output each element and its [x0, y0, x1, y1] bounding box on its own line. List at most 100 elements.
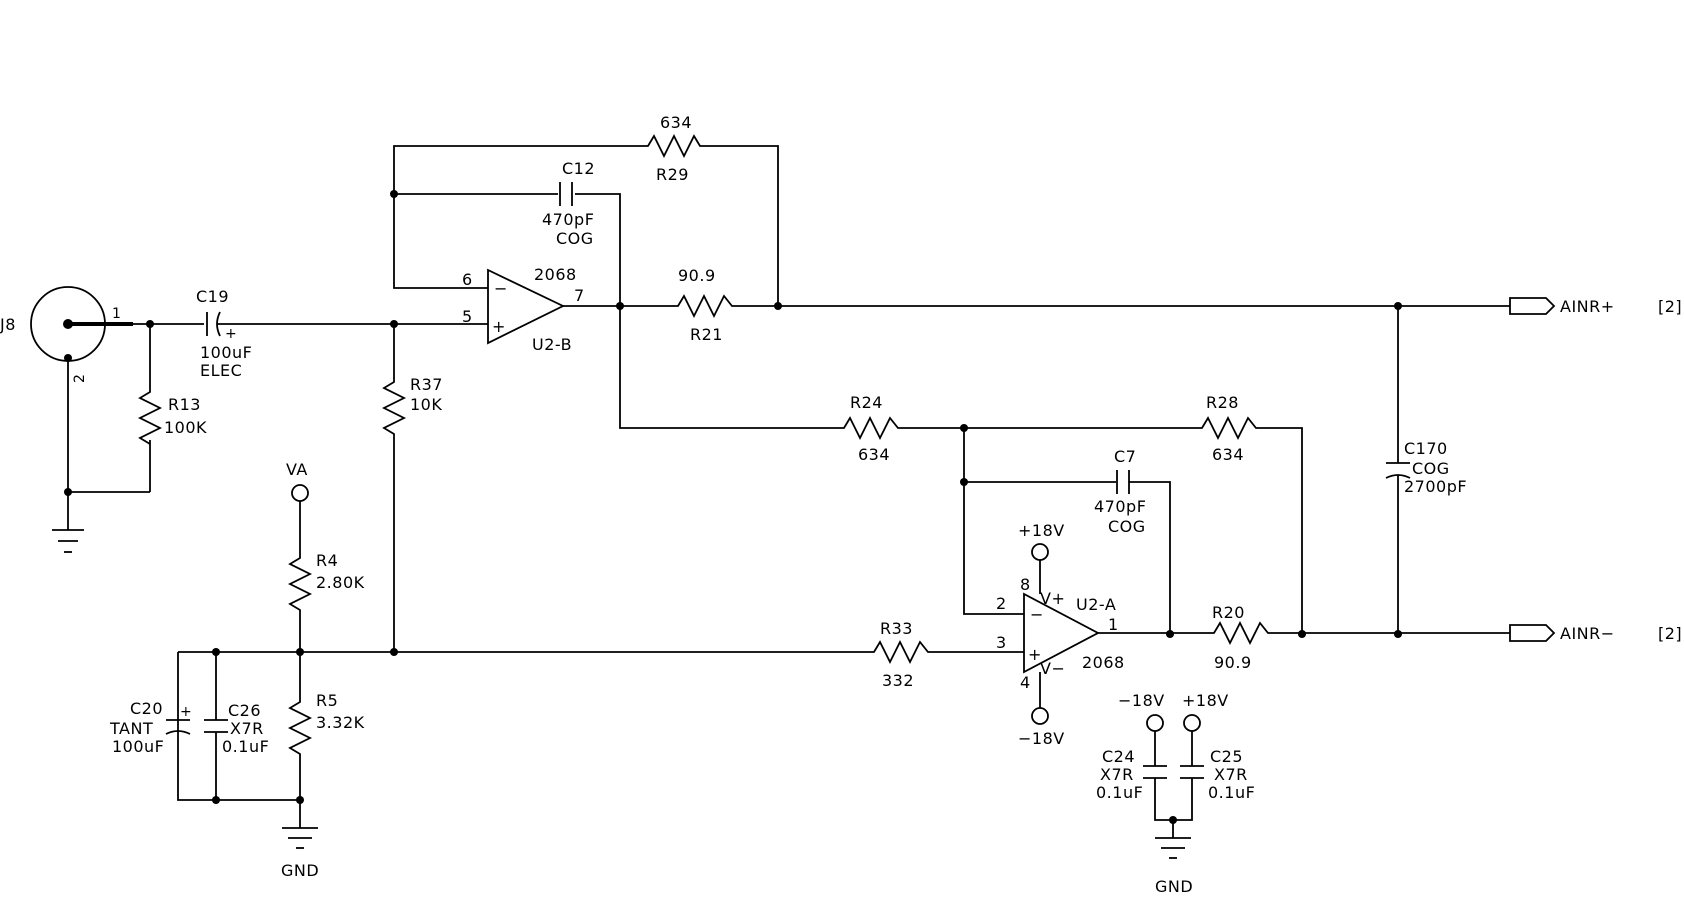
- port-ainr-minus: AINR− [2]: [1509, 624, 1682, 643]
- r37-ref: R37: [410, 375, 443, 394]
- r37-value: 10K: [410, 395, 442, 414]
- resistor-r20: R20 90.9: [1208, 603, 1274, 672]
- capacitor-c25: C25 X7R 0.1uF: [1180, 747, 1255, 802]
- u2a-feedback-wires: [960, 424, 1303, 634]
- r13-value: 100K: [164, 418, 207, 437]
- opamp-u2b: − + 6 5 7 2068 U2-B: [462, 265, 585, 354]
- capacitor-c24: C24 X7R 0.1uF: [1096, 747, 1167, 802]
- capacitor-c12: C12 470pF COG: [542, 159, 595, 248]
- u2a-pin2: 2: [996, 594, 1007, 613]
- u2a-part: 2068: [1082, 653, 1125, 672]
- ainr-minus-label: AINR−: [1560, 624, 1615, 643]
- u2a-vplus-label: V+: [1040, 589, 1065, 608]
- u2b-ref: U2-B: [532, 335, 572, 354]
- c25-ref: C25: [1210, 747, 1243, 766]
- capacitor-c7: C7 470pF COG: [1094, 447, 1146, 536]
- r20-value: 90.9: [1214, 653, 1252, 672]
- r28-value: 634: [1212, 445, 1244, 464]
- c24-value: 0.1uF: [1096, 783, 1143, 802]
- c19-ref: C19: [196, 287, 229, 306]
- c12-value: 470pF: [542, 210, 594, 229]
- resistor-r33: R33 332: [868, 619, 934, 690]
- neg18-decoup-label: −18V: [1118, 691, 1165, 710]
- r24-ref: R24: [850, 393, 883, 412]
- r21-ref: R21: [690, 325, 723, 344]
- u2a-neg18-label: −18V: [1018, 729, 1065, 748]
- ground-symbol-right: GND: [1155, 837, 1193, 896]
- jack-pin1-label: 1: [112, 306, 121, 322]
- u2b-plus-sign: +: [492, 317, 506, 336]
- u2a-power: +18V −18V: [1018, 521, 1065, 748]
- u2a-vminus-label: V−: [1040, 659, 1065, 678]
- opamp-u2a: − + 2 3 1 8 4 V+ V− U2-A 2068: [996, 575, 1125, 692]
- u2a-plus-sign: +: [1028, 645, 1042, 664]
- c26-type: X7R: [230, 719, 264, 738]
- c20-value: 100uF: [112, 737, 164, 756]
- r4-ref: R4: [316, 551, 338, 570]
- c20-ref: C20: [130, 699, 163, 718]
- c7-ref: C7: [1114, 447, 1136, 466]
- resistor-r24: R24 634: [838, 393, 964, 464]
- gnd-right-label: GND: [1155, 877, 1193, 896]
- u2a-pin3: 3: [996, 633, 1007, 652]
- c12-ref: C12: [562, 159, 595, 178]
- capacitor-c170: C170 COG 2700pF: [1385, 302, 1467, 638]
- ainr-minus-sheetref: [2]: [1658, 624, 1682, 643]
- r13-ref: R13: [168, 395, 201, 414]
- capacitor-c19: C19 + 100uF ELEC: [196, 287, 394, 380]
- c170-type: COG: [1412, 459, 1450, 478]
- capacitor-c20: + C20 TANT 100uF: [109, 699, 192, 756]
- c19-type: ELEC: [200, 361, 242, 380]
- u2b-pin5: 5: [462, 307, 473, 326]
- u2a-pin8: 8: [1020, 575, 1031, 594]
- ground-symbol-j8: [52, 529, 84, 553]
- c26-value: 0.1uF: [222, 737, 269, 756]
- c25-value: 0.1uF: [1208, 783, 1255, 802]
- u2b-minus-sign: −: [494, 279, 508, 298]
- resistor-r37: R37 10K: [381, 375, 443, 652]
- c20-type: TANT: [109, 719, 153, 738]
- u2a-pos18-label: +18V: [1018, 521, 1065, 540]
- decoupling-left-wires: [177, 652, 304, 828]
- decoupling-right: −18V +18V: [1118, 691, 1229, 838]
- va-supply: VA: [286, 460, 309, 554]
- r29-value: 634: [660, 113, 692, 132]
- u2a-pin4: 4: [1020, 673, 1031, 692]
- pos18-decoup-label: +18V: [1182, 691, 1229, 710]
- u2a-minus-sign: −: [1030, 605, 1044, 624]
- u2a-ref: U2-A: [1076, 595, 1116, 614]
- c7-type: COG: [1108, 517, 1146, 536]
- u2b-pin7: 7: [574, 286, 585, 305]
- c24-ref: C24: [1102, 747, 1135, 766]
- jack-pin2-label: 2: [72, 374, 88, 383]
- c7-value: 470pF: [1094, 497, 1146, 516]
- r29-ref: R29: [656, 165, 689, 184]
- c170-ref: C170: [1404, 439, 1448, 458]
- r33-ref: R33: [880, 619, 913, 638]
- c26-ref: C26: [228, 701, 261, 720]
- c12-type: COG: [556, 229, 594, 248]
- resistor-r13: R13 100K: [137, 386, 207, 445]
- r33-value: 332: [882, 671, 914, 690]
- gnd-left-label: GND: [281, 861, 319, 880]
- jack-ref-label: J8: [0, 315, 16, 334]
- resistor-r28: R28 634: [1196, 393, 1262, 464]
- c19-plus: +: [225, 326, 237, 342]
- c24-type: X7R: [1100, 765, 1134, 784]
- c25-type: X7R: [1214, 765, 1248, 784]
- r24-value: 634: [858, 445, 890, 464]
- c19-value: 100uF: [200, 343, 252, 362]
- resistor-r5: R5 3.32K: [287, 652, 364, 800]
- u2b-feedback-wires: [390, 145, 1510, 429]
- r5-ref: R5: [316, 691, 338, 710]
- jack-j8: J8 1 2: [0, 286, 133, 383]
- u2b-pin6: 6: [462, 270, 473, 289]
- ainr-plus-sheetref: [2]: [1658, 297, 1682, 316]
- u2a-output-wires: [1098, 630, 1510, 638]
- resistor-r29: 634 R29: [642, 113, 707, 184]
- r20-ref: R20: [1212, 603, 1245, 622]
- r28-ref: R28: [1206, 393, 1239, 412]
- c20-plus: +: [180, 704, 192, 720]
- c170-value: 2700pF: [1404, 477, 1467, 496]
